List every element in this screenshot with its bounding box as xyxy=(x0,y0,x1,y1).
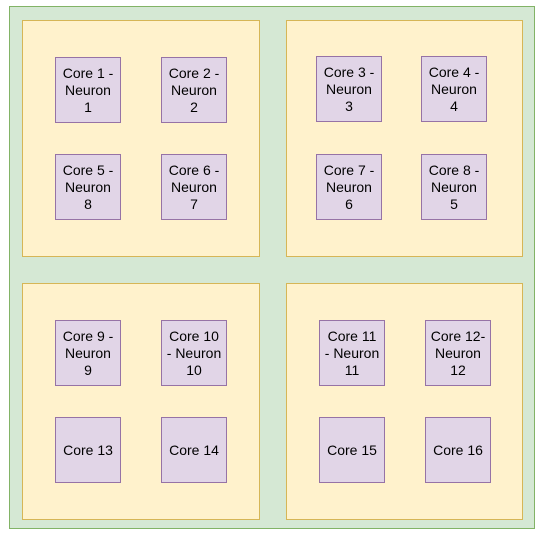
core-12-label: Core 12- Neuron 12 xyxy=(430,327,486,378)
core-15: Core 15 xyxy=(319,417,385,483)
core-2: Core 2 - Neuron 2 xyxy=(161,57,227,123)
core-2-label: Core 2 - Neuron 2 xyxy=(168,64,220,115)
core-11-label: Core 11 - Neuron 11 xyxy=(324,327,380,378)
core-14-label: Core 14 xyxy=(169,441,219,458)
core-16: Core 16 xyxy=(425,417,491,483)
core-4: Core 4 - Neuron 4 xyxy=(421,56,487,122)
core-7: Core 7 - Neuron 6 xyxy=(316,154,382,220)
core-15-label: Core 15 xyxy=(327,441,377,458)
core-9: Core 9 - Neuron 9 xyxy=(55,320,121,386)
core-13-label: Core 13 xyxy=(63,441,113,458)
core-8-label: Core 8 - Neuron 5 xyxy=(428,161,480,212)
cluster-1: Core 1 - Neuron 1 Core 2 - Neuron 2 Core… xyxy=(22,20,260,257)
core-8: Core 8 - Neuron 5 xyxy=(421,154,487,220)
cluster-3: Core 9 - Neuron 9 Core 10 - Neuron 10 Co… xyxy=(22,283,260,520)
core-6: Core 6 - Neuron 7 xyxy=(161,154,227,220)
core-3-label: Core 3 - Neuron 3 xyxy=(323,63,375,114)
core-1: Core 1 - Neuron 1 xyxy=(55,57,121,123)
cluster-2: Core 3 - Neuron 3 Core 4 - Neuron 4 Core… xyxy=(286,20,523,257)
core-5-label: Core 5 - Neuron 8 xyxy=(62,161,114,212)
core-10: Core 10 - Neuron 10 xyxy=(161,320,227,386)
core-13: Core 13 xyxy=(55,417,121,483)
core-7-label: Core 7 - Neuron 6 xyxy=(323,161,375,212)
cluster-4: Core 11 - Neuron 11 Core 12- Neuron 12 C… xyxy=(286,283,523,520)
core-3: Core 3 - Neuron 3 xyxy=(316,56,382,122)
core-5: Core 5 - Neuron 8 xyxy=(55,154,121,220)
core-4-label: Core 4 - Neuron 4 xyxy=(428,63,480,114)
core-11: Core 11 - Neuron 11 xyxy=(319,320,385,386)
core-10-label: Core 10 - Neuron 10 xyxy=(166,327,222,378)
core-12: Core 12- Neuron 12 xyxy=(425,320,491,386)
core-6-label: Core 6 - Neuron 7 xyxy=(168,161,220,212)
core-14: Core 14 xyxy=(161,417,227,483)
core-9-label: Core 9 - Neuron 9 xyxy=(62,327,114,378)
core-16-label: Core 16 xyxy=(433,441,483,458)
chip-container: Core 1 - Neuron 1 Core 2 - Neuron 2 Core… xyxy=(9,6,535,529)
core-1-label: Core 1 - Neuron 1 xyxy=(62,64,114,115)
